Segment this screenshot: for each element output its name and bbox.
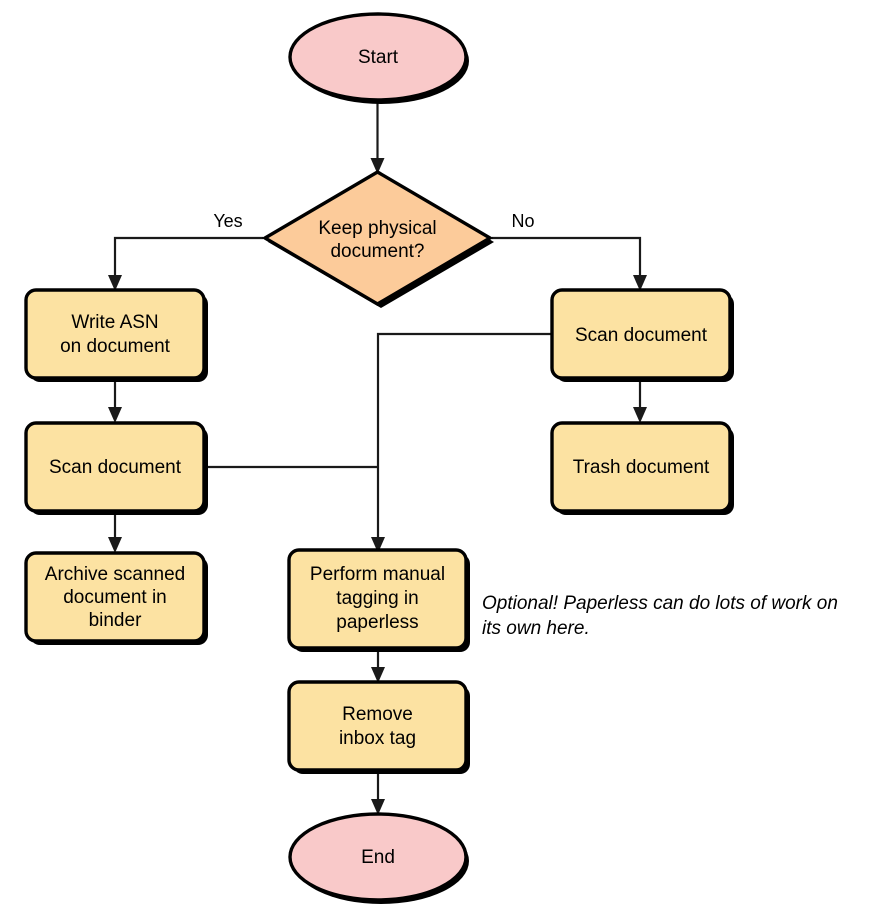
node-archive-label-line2: document in — [63, 587, 167, 608]
node-manual-tagging-label-line3: paperless — [336, 612, 418, 633]
node-scan-document-left-label: Scan document — [49, 457, 182, 478]
node-perform-manual-tagging-in-paperless[interactable]: Perform manual tagging in paperless — [287, 548, 470, 652]
node-write-asn-label-line1: Write ASN — [71, 312, 158, 333]
edge-start-to-decision — [370, 100, 385, 174]
node-end[interactable]: End — [288, 812, 469, 904]
edge-label-no: No — [511, 211, 534, 231]
edge-scan-left-to-archive — [108, 512, 122, 553]
edge-remove-inbox-tag-to-end — [371, 770, 385, 815]
node-write-asn-label-line2: on document — [60, 336, 171, 357]
edge-layer — [108, 100, 647, 815]
edge-label-yes: Yes — [213, 211, 242, 231]
node-start[interactable]: Start — [288, 12, 469, 104]
node-start-label: Start — [358, 47, 399, 68]
node-scan-document-left[interactable]: Scan document — [24, 421, 208, 515]
annotation-line2: its own here. — [482, 618, 590, 639]
node-end-label: End — [361, 847, 395, 868]
node-decision-label-line2: document? — [330, 241, 424, 262]
edge-write-asn-to-scan-left — [108, 380, 122, 423]
edge-decision-yes-to-write-asn — [108, 236, 263, 291]
node-archive-label-line1: Archive scanned — [45, 564, 185, 585]
node-scan-document-right[interactable]: Scan document — [550, 288, 734, 382]
node-trash-document[interactable]: Trash document — [550, 421, 734, 515]
annotation-line1: Optional! Paperless can do lots of work … — [482, 593, 838, 614]
node-decision-label-line1: Keep physical — [318, 218, 436, 239]
node-scan-document-right-label: Scan document — [575, 325, 708, 346]
node-manual-tagging-label-line2: tagging in — [336, 588, 418, 609]
node-archive-label-line3: binder — [89, 610, 142, 631]
node-write-asn-on-document[interactable]: Write ASN on document — [24, 288, 208, 382]
node-remove-inbox-tag-label-line1: Remove — [342, 704, 413, 725]
node-archive-scanned-document-in-binder[interactable]: Archive scanned document in binder — [24, 551, 208, 645]
node-remove-inbox-tag[interactable]: Remove inbox tag — [287, 680, 470, 774]
node-remove-inbox-tag-label-line2: inbox tag — [339, 728, 416, 749]
node-decision-keep-physical-document[interactable]: Keep physical document? — [261, 170, 494, 308]
node-trash-document-label: Trash document — [573, 457, 710, 478]
edge-scan-right-to-manual-tagging — [371, 332, 552, 553]
edge-scan-right-to-trash — [633, 380, 647, 423]
annotation-optional-note: Optional! Paperless can do lots of work … — [482, 593, 838, 639]
edge-manual-tagging-to-remove-inbox-tag — [371, 648, 385, 683]
edge-decision-no-to-scan-right — [492, 236, 647, 291]
node-manual-tagging-label-line1: Perform manual — [310, 564, 445, 585]
